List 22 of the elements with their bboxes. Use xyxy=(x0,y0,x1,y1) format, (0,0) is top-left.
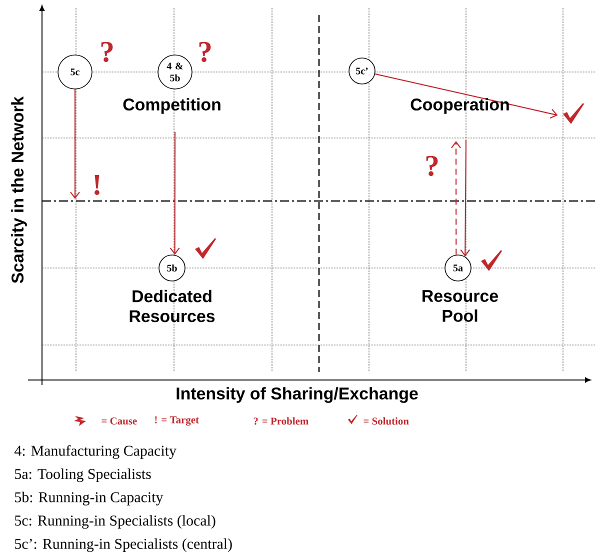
legend-label: ! = Target xyxy=(155,416,199,426)
problem-mark: ? xyxy=(426,156,438,176)
legend-item-text: 5c: Running-in Specialists (local) xyxy=(15,515,216,529)
quadrant-label: Competition xyxy=(123,98,220,114)
quadrant-label: Cooperation xyxy=(410,98,509,114)
arrow xyxy=(70,89,80,199)
legend-item-text: 5c’: Running-in Specialists (central) xyxy=(15,538,232,552)
axis-title: Intensity of Sharing/Exchange xyxy=(176,387,418,403)
legend-item-text: 5b: Running-in Capacity xyxy=(15,492,164,506)
arrow xyxy=(451,141,461,255)
problem-mark: ? xyxy=(101,42,113,62)
arrow xyxy=(170,132,180,255)
problem-mark: ? xyxy=(199,42,211,62)
legend-item-text: 4: Manufacturing Capacity xyxy=(14,445,176,459)
legend-item-text: 5a: Tooling Specialists xyxy=(15,468,151,482)
legend-label: = Cause xyxy=(102,417,137,425)
target-mark: ! xyxy=(94,175,100,195)
legend-label: ? = Problem xyxy=(254,417,308,425)
arrow xyxy=(460,140,470,257)
check-mark-icon xyxy=(563,103,584,124)
arrow xyxy=(374,73,558,119)
legend-label: = Solution xyxy=(364,417,409,425)
